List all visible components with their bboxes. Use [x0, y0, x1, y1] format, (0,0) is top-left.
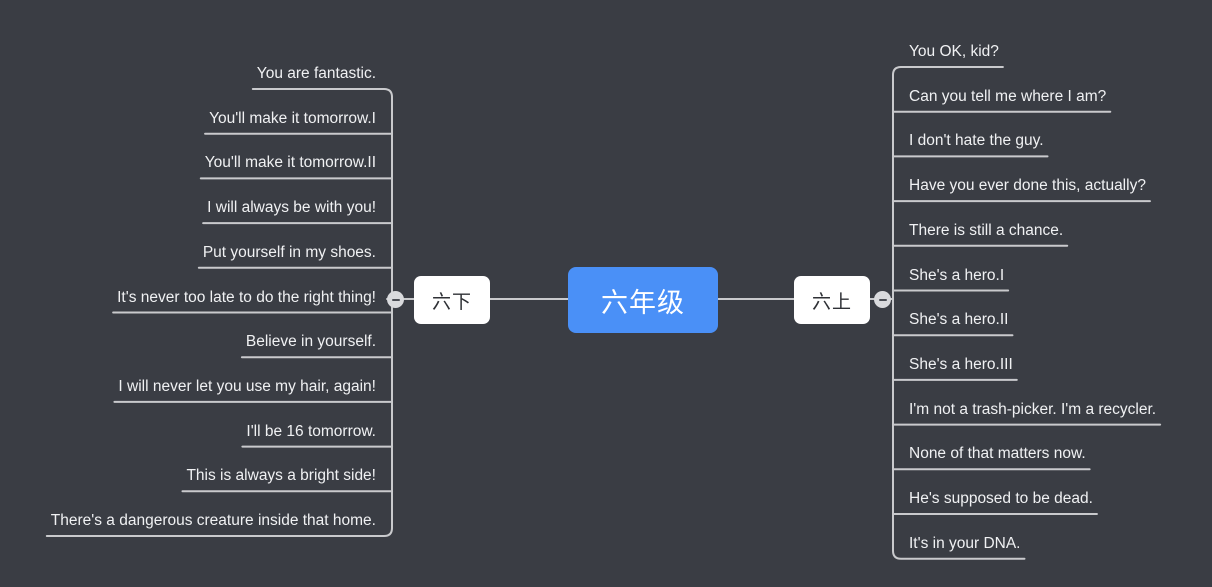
leaf-node-label: He's supposed to be dead. [909, 490, 1093, 507]
leaf-node[interactable]: She's a hero.I [909, 261, 1004, 291]
leaf-node[interactable]: He's supposed to be dead. [909, 484, 1093, 514]
leaf-node[interactable]: I will never let you use my hair, again! [118, 372, 376, 402]
leaf-node[interactable]: None of that matters now. [909, 439, 1086, 469]
leaf-node-label: There is still a chance. [909, 221, 1064, 239]
leaf-node-label: You are fantastic. [256, 65, 376, 82]
collapse-toggle-right[interactable] [874, 291, 891, 308]
leaf-node-label: She's a hero.I [909, 266, 1005, 284]
branch-node-right-label: 六上 [811, 291, 852, 313]
leaf-node[interactable]: Put yourself in my shoes. [203, 238, 376, 268]
leaf-node[interactable]: It's never too late to do the right thin… [117, 283, 376, 313]
leaf-node-label: You'll make it tomorrow.II [204, 154, 376, 172]
branch-node-left-label: 六下 [431, 291, 472, 313]
leaf-node-label: I'm not a trash-picker. I'm a recycler. [909, 400, 1157, 418]
leaf-node-label: She's a hero.II [909, 311, 1009, 329]
leaf-node[interactable]: I'm not a trash-picker. I'm a recycler. [909, 395, 1156, 425]
leaf-node-label: Believe in yourself. [245, 333, 376, 351]
branch-node-right[interactable]: 六上 [794, 276, 870, 324]
leaf-node-label: You'll make it tomorrow.I [209, 109, 376, 127]
leaf-node[interactable]: There is still a chance. [909, 216, 1063, 246]
leaf-node-label: This is always a bright side! [186, 467, 376, 485]
leaf-node-label: There's a dangerous creature inside that… [50, 512, 376, 529]
leaf-node-label: It's in your DNA. [909, 534, 1021, 552]
leaf-node[interactable]: Have you ever done this, actually? [909, 171, 1146, 201]
leaf-node-label: You OK, kid? [909, 43, 999, 60]
root-node-label: 六年级 [601, 287, 685, 318]
leaf-node-label: Can you tell me where I am? [909, 87, 1107, 105]
leaf-node-label: I will always be with you! [207, 199, 376, 217]
branch-node-left[interactable]: 六下 [414, 276, 490, 324]
leaf-node[interactable]: Can you tell me where I am? [909, 82, 1106, 112]
collapse-toggle-left[interactable] [387, 291, 404, 308]
leaf-node-label: I'll be 16 tomorrow. [246, 422, 376, 440]
leaf-node-label: It's never too late to do the right thin… [117, 288, 376, 306]
leaf-node[interactable]: You'll make it tomorrow.I [209, 104, 376, 134]
leaf-node-label: None of that matters now. [909, 445, 1086, 463]
leaf-node-label: Have you ever done this, actually? [909, 177, 1146, 195]
leaf-node[interactable]: Believe in yourself. [246, 327, 376, 357]
leaf-node-label: I will never let you use my hair, again! [118, 377, 376, 395]
leaf-node[interactable]: You'll make it tomorrow.II [205, 148, 376, 178]
leaf-node[interactable]: This is always a bright side! [186, 461, 376, 491]
leaf-node[interactable]: I will always be with you! [207, 193, 376, 223]
leaf-node-label: I don't hate the guy. [909, 132, 1044, 150]
leaf-node[interactable]: I don't hate the guy. [909, 126, 1044, 156]
leaf-node[interactable]: There's a dangerous creature inside that… [51, 506, 376, 536]
leaf-node-label: She's a hero.III [909, 355, 1013, 373]
leaf-node[interactable]: She's a hero.III [909, 350, 1013, 380]
leaf-node[interactable]: I'll be 16 tomorrow. [246, 417, 376, 447]
leaf-node-label: Put yourself in my shoes. [202, 243, 376, 261]
leaf-node[interactable]: You are fantastic. [257, 59, 376, 89]
leaf-node[interactable]: She's a hero.II [909, 305, 1008, 335]
leaf-node[interactable]: You OK, kid? [909, 37, 999, 67]
leaf-node[interactable]: It's in your DNA. [909, 529, 1021, 559]
root-node[interactable]: 六年级 [568, 267, 718, 333]
